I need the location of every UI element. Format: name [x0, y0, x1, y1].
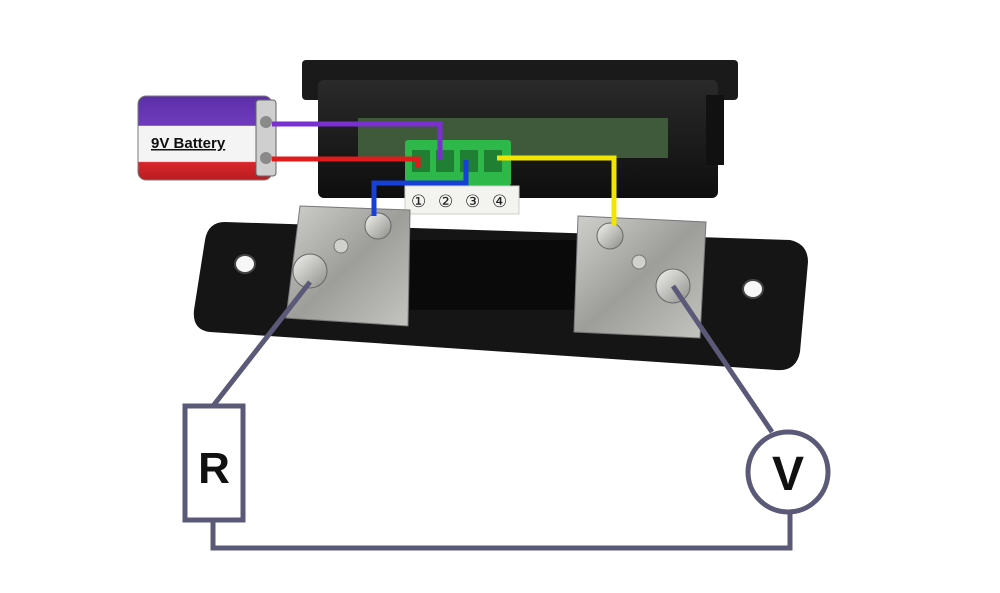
resistor-symbol	[182, 403, 246, 523]
wires	[272, 121, 617, 226]
pin-label-1: ①	[411, 192, 426, 212]
yellow-wire	[497, 155, 617, 226]
battery-label: 9V Battery	[151, 135, 226, 152]
pin-label-4: ④	[492, 192, 507, 212]
terminal-slot-3	[460, 150, 478, 172]
pin-label-strip	[404, 185, 520, 215]
voltmeter-symbol	[745, 429, 831, 515]
screw-icon	[333, 238, 349, 254]
shunt-mount-hole-right	[742, 279, 764, 299]
terminal-slot-4	[484, 150, 502, 172]
panel-meter	[302, 60, 738, 198]
voltmeter-label: V	[772, 448, 804, 501]
blue-wire	[371, 160, 469, 216]
shunt-mount-hole-left	[234, 254, 256, 274]
screw-icon	[364, 212, 392, 240]
purple-wire	[272, 121, 443, 160]
pin-label-2: ②	[438, 192, 453, 212]
circuit-wire-left	[211, 280, 312, 408]
pin-label-3: ③	[465, 192, 480, 212]
shunt-center-resistive	[410, 240, 580, 310]
screw-icon	[631, 254, 647, 270]
battery-terminal-icon	[260, 152, 272, 164]
external-circuit: R V	[182, 280, 831, 551]
screw-icon	[596, 222, 624, 250]
circuit-wire-bottom	[210, 510, 793, 551]
battery-terminal-cap	[255, 99, 277, 177]
meter-back-edge	[706, 95, 724, 165]
resistor-label: R	[198, 444, 230, 493]
screw-icon	[292, 253, 328, 289]
circuit-wire-right	[670, 284, 775, 434]
battery: 9V Battery	[137, 95, 277, 181]
terminal-block: ① ② ③ ④	[404, 140, 520, 215]
red-wire	[272, 156, 421, 168]
shunt	[193, 205, 809, 371]
battery-terminal-icon	[260, 116, 272, 128]
